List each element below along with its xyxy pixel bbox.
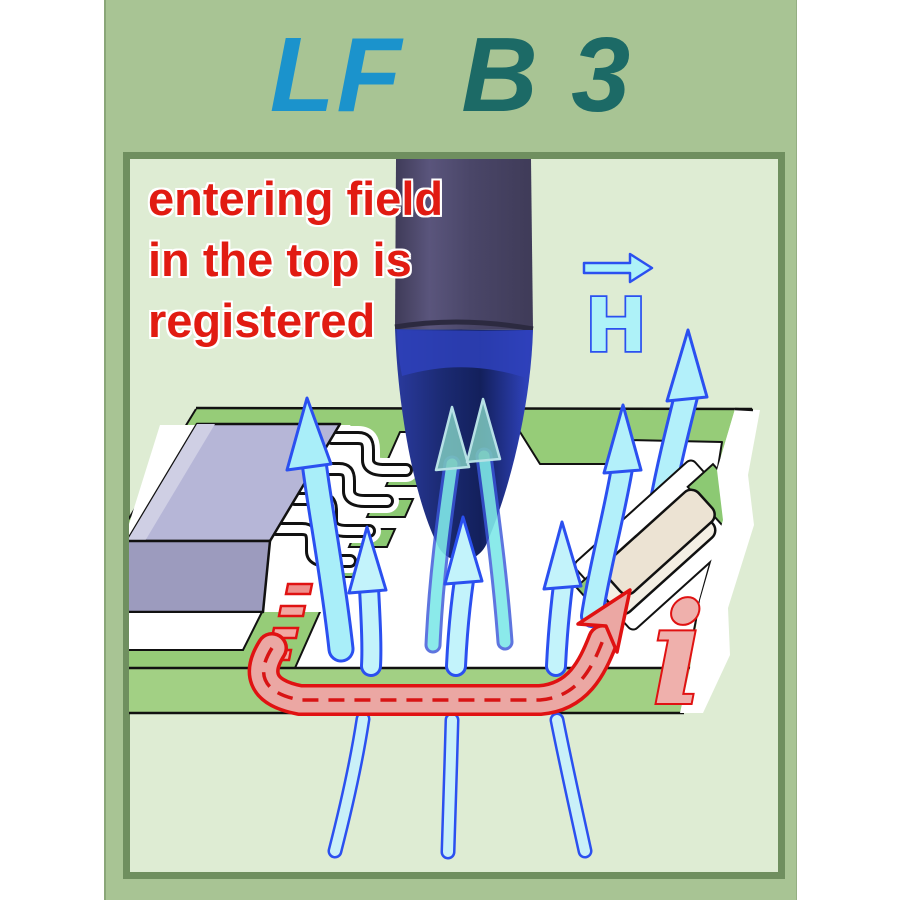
field-arrow [285, 396, 355, 663]
current-arrowhead [576, 588, 632, 654]
current-label: i [652, 573, 704, 736]
ic-front-face [129, 539, 272, 614]
probe-barrel [395, 159, 533, 330]
field-arrow [542, 520, 583, 677]
probe-barrel-edge [394, 319, 534, 332]
field-lines-below-board [327, 711, 593, 860]
probe-tip-band [397, 330, 531, 378]
probe [394, 159, 534, 654]
field-arrow [347, 525, 388, 677]
magnetic-field-label: H [585, 283, 647, 369]
field-arrows [285, 396, 643, 677]
field-arrow [443, 515, 484, 677]
probe-inner-field-arrows [424, 397, 514, 654]
ic-shadow-step [129, 611, 264, 651]
current-loop-dashed-centerline [261, 639, 605, 702]
vector-arrow-icon [582, 252, 654, 284]
title-product-name: LF [269, 16, 404, 134]
field-arrow [580, 403, 643, 628]
page-title: LF B 3 [106, 19, 796, 131]
ic-pin [301, 457, 415, 518]
caption-line: entering field [148, 172, 444, 225]
current-loop-arrow [247, 588, 632, 716]
board-rear-edge-end [734, 407, 754, 412]
caption-line: registered [148, 294, 376, 347]
ic-top-highlight [129, 424, 215, 541]
title-model-number: B 3 [461, 16, 633, 134]
h-vector-label: H [582, 252, 654, 371]
caption-line: in the top is [148, 233, 412, 286]
smd-top-face [602, 488, 716, 596]
torn-edge [680, 409, 760, 713]
caption-text: entering field in the top is registered [148, 168, 443, 351]
